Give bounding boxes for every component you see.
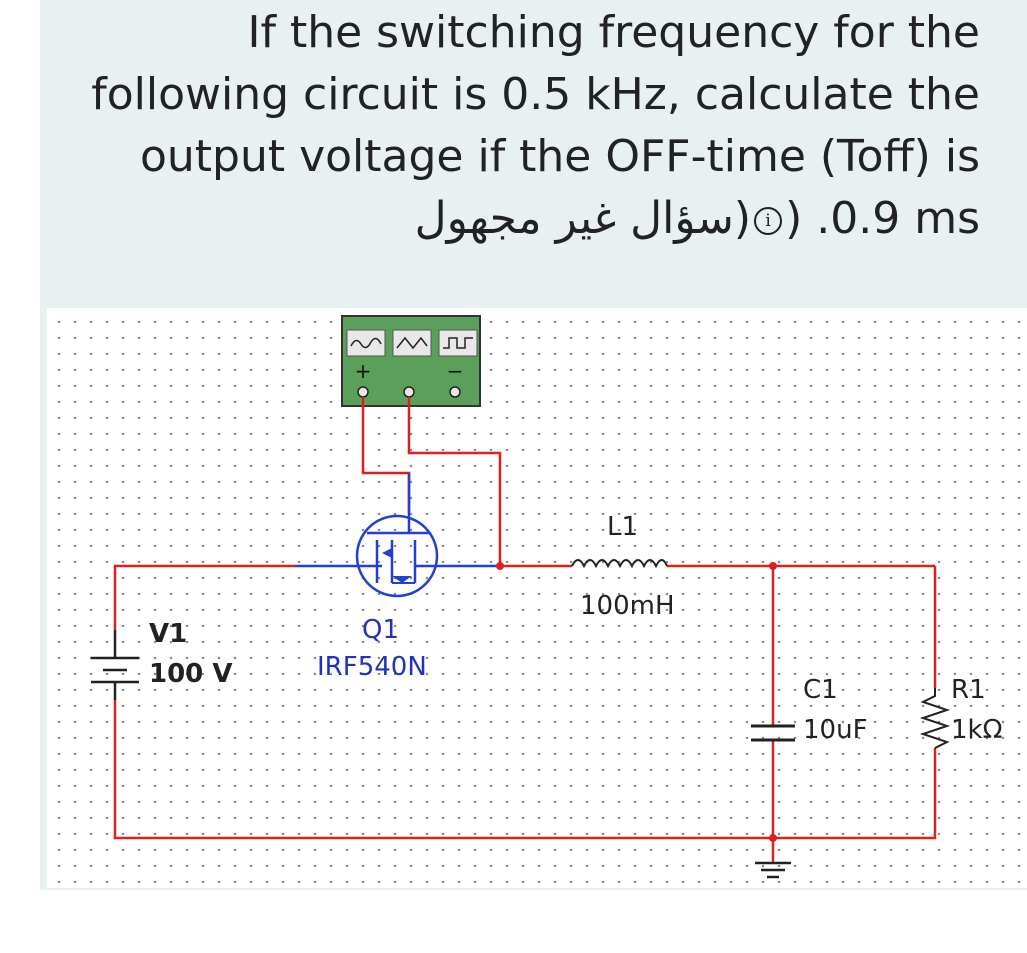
minus-terminal xyxy=(449,386,461,398)
inductor-l1 xyxy=(571,559,668,569)
circuit-diagram: + − xyxy=(47,308,1027,888)
unanswered-note-close: ) xyxy=(785,193,803,244)
junction-dots xyxy=(496,562,777,842)
wire-gen-plus-to-gate xyxy=(361,397,411,513)
l1-label: L1 xyxy=(607,512,639,542)
l1-value: 100mH xyxy=(580,591,675,621)
question-line-1: If the switching frequency for the xyxy=(247,7,980,58)
capacitor-c1 xyxy=(751,724,795,742)
function-generator: + − xyxy=(341,315,481,407)
wire-source-to-drain xyxy=(113,564,295,630)
junction-top xyxy=(769,562,777,570)
v1-value: 100 V xyxy=(149,659,233,689)
plus-sign: + xyxy=(355,359,372,383)
info-icon[interactable]: i xyxy=(754,207,783,235)
junction-source xyxy=(496,562,504,570)
schematic: + − xyxy=(91,315,951,879)
c1-value: 10uF xyxy=(803,715,868,745)
question-line-2: following circuit is 0.5 kHz, calculate … xyxy=(91,69,980,120)
mosfet-arrow-icon xyxy=(382,548,392,558)
r1-value: 1kΩ xyxy=(951,715,1003,745)
minus-sign: − xyxy=(447,359,464,383)
toff-value: .0.9 ms xyxy=(816,193,980,244)
q1-label: Q1 xyxy=(362,615,400,645)
mosfet-q1 xyxy=(342,513,477,598)
wire-bottom-rail xyxy=(113,700,937,840)
r1-label: R1 xyxy=(951,675,986,705)
body-diode-icon xyxy=(392,576,412,583)
question-line-3: output voltage if the OFF-time (Toff) is xyxy=(139,131,980,182)
resistor-r1 xyxy=(919,688,951,749)
junction-bottom xyxy=(769,834,777,842)
square-wave-icon xyxy=(443,337,473,349)
mosfet-circle xyxy=(355,514,439,598)
question-text: If the switching frequency for the follo… xyxy=(60,2,980,250)
triangle-wave-icon xyxy=(396,336,428,350)
battery-v1 xyxy=(91,630,139,700)
wire-gen-common-to-source xyxy=(407,397,502,566)
square-button xyxy=(438,329,478,357)
unanswered-note-open: (سؤال غير مجهول xyxy=(414,193,752,244)
q1-part: IRF540N xyxy=(317,652,427,682)
ground-symbol xyxy=(755,861,791,879)
common-terminal xyxy=(403,386,415,398)
v1-label: V1 xyxy=(149,619,188,649)
mosfet-wires xyxy=(295,473,500,568)
c1-label: C1 xyxy=(803,675,838,705)
sine-wave-icon xyxy=(350,337,382,349)
circuit-wires xyxy=(113,397,937,863)
plus-terminal xyxy=(357,386,369,398)
